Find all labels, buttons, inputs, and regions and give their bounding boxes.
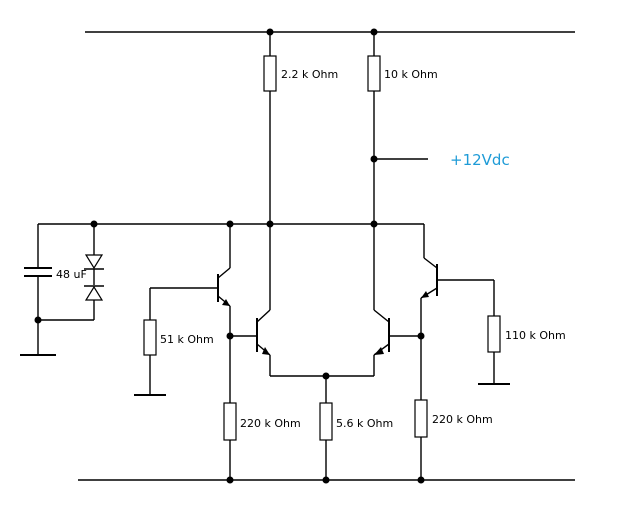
label-collector-resistor-left: 2.2 k Ohm (281, 68, 338, 81)
collector-resistor-right (367, 32, 381, 310)
zener-pair (38, 224, 104, 321)
label-capacitor: 48 uF (56, 268, 87, 281)
label-base-resistor-right: 110 k Ohm (505, 329, 566, 342)
label-collector-resistor-right: 10 k Ohm (384, 68, 438, 81)
transistor-q2 (230, 309, 271, 376)
base-resistor-right (437, 279, 510, 385)
label-emitter-resistor-left: 220 k Ohm (240, 417, 301, 430)
emitter-resistor-right (414, 399, 428, 438)
junction-dots (34, 28, 425, 484)
capacitor-48uf (20, 224, 56, 356)
tail-resistor (319, 376, 333, 480)
base-resistor-left (134, 287, 218, 396)
emitter-resistor-left (223, 402, 237, 441)
supply-label: +12Vdc (450, 151, 510, 169)
label-emitter-resistor-right: 220 k Ohm (432, 413, 493, 426)
label-base-resistor-left: 51 k Ohm (160, 333, 214, 346)
collector-resistor-left (263, 32, 277, 310)
transistor-q3 (373, 309, 421, 376)
transistor-q4 (420, 224, 438, 480)
transistor-q1 (217, 224, 231, 480)
label-tail-resistor: 5.6 k Ohm (336, 417, 393, 430)
